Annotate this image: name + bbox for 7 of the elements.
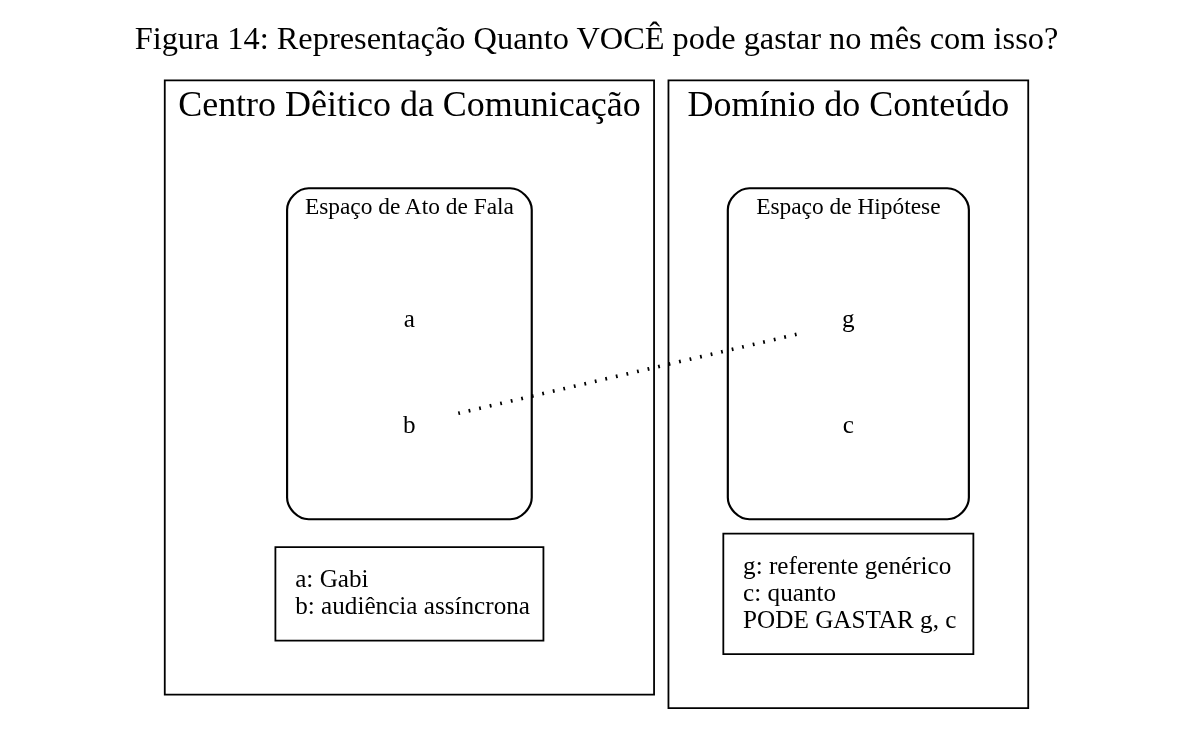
node-text: a	[403, 305, 416, 333]
diagram-title: Figura 14: Representação Quanto VOCÊ pode gastar no mês com isso?	[134, 19, 1059, 56]
node-text: c	[842, 411, 854, 439]
node-box: a: Gabi b: audiência assíncrona	[274, 546, 545, 642]
node-box: g: referente genérico c: quanto PODE GASTAR g, c	[722, 532, 975, 655]
node-text: b	[403, 411, 416, 439]
node-text: g	[842, 305, 855, 333]
